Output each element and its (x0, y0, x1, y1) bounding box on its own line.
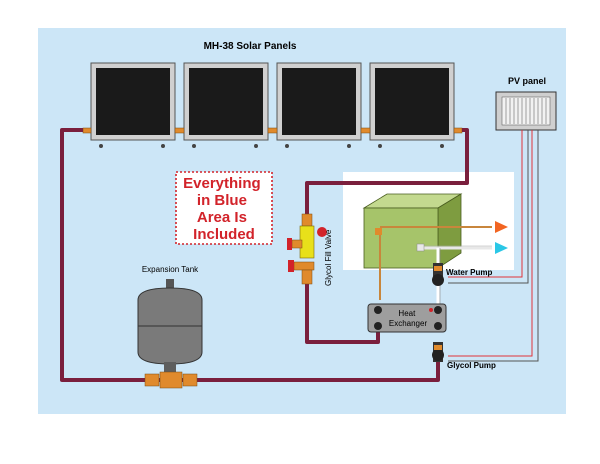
solar-panel-2 (183, 62, 269, 148)
glycol-pump (432, 342, 444, 362)
heat-exchanger-label: Heat Exchanger (389, 309, 428, 328)
solar-panel-4 (369, 62, 455, 148)
tank-fitting (375, 228, 382, 235)
expansion-tank-label: Expansion Tank (142, 265, 199, 274)
glycol-fill-valve-label: Glycol Fill Valve (324, 229, 333, 286)
heat-exchanger-line-1: Heat (398, 309, 416, 318)
tank-fitting-2 (416, 243, 425, 252)
water-pump-label: Water Pump (446, 268, 492, 277)
heat-exchanger-line-2: Exchanger (389, 319, 428, 328)
pv-wiring (448, 130, 539, 362)
pv-panel (495, 91, 557, 131)
expansion-tank-fittings (144, 371, 198, 389)
hot-water-arrow-icon (495, 221, 508, 233)
callout-line-2: in Blue (197, 192, 247, 209)
glycol-pump-label: Glycol Pump (447, 361, 496, 370)
glycol-pipe-loop (60, 128, 469, 382)
pv-panel-label: PV panel (508, 76, 546, 86)
water-pump (432, 263, 444, 286)
callout-line-4: Included (193, 226, 255, 243)
heat-exchanger (367, 303, 447, 333)
glycol-fill-valve (287, 213, 327, 285)
callout-text: Everything in Blue Area Is Included (183, 175, 265, 243)
solar-panel-3 (276, 62, 362, 148)
solar-panel-1 (90, 62, 176, 148)
callout-line-1: Everything (183, 175, 261, 192)
expansion-tank (137, 279, 203, 376)
callout-box (175, 171, 273, 245)
callout-line-3: Area Is (197, 209, 247, 226)
cold-water-arrow-icon (495, 242, 508, 254)
solar-panels-title: MH-38 Solar Panels (204, 41, 297, 52)
